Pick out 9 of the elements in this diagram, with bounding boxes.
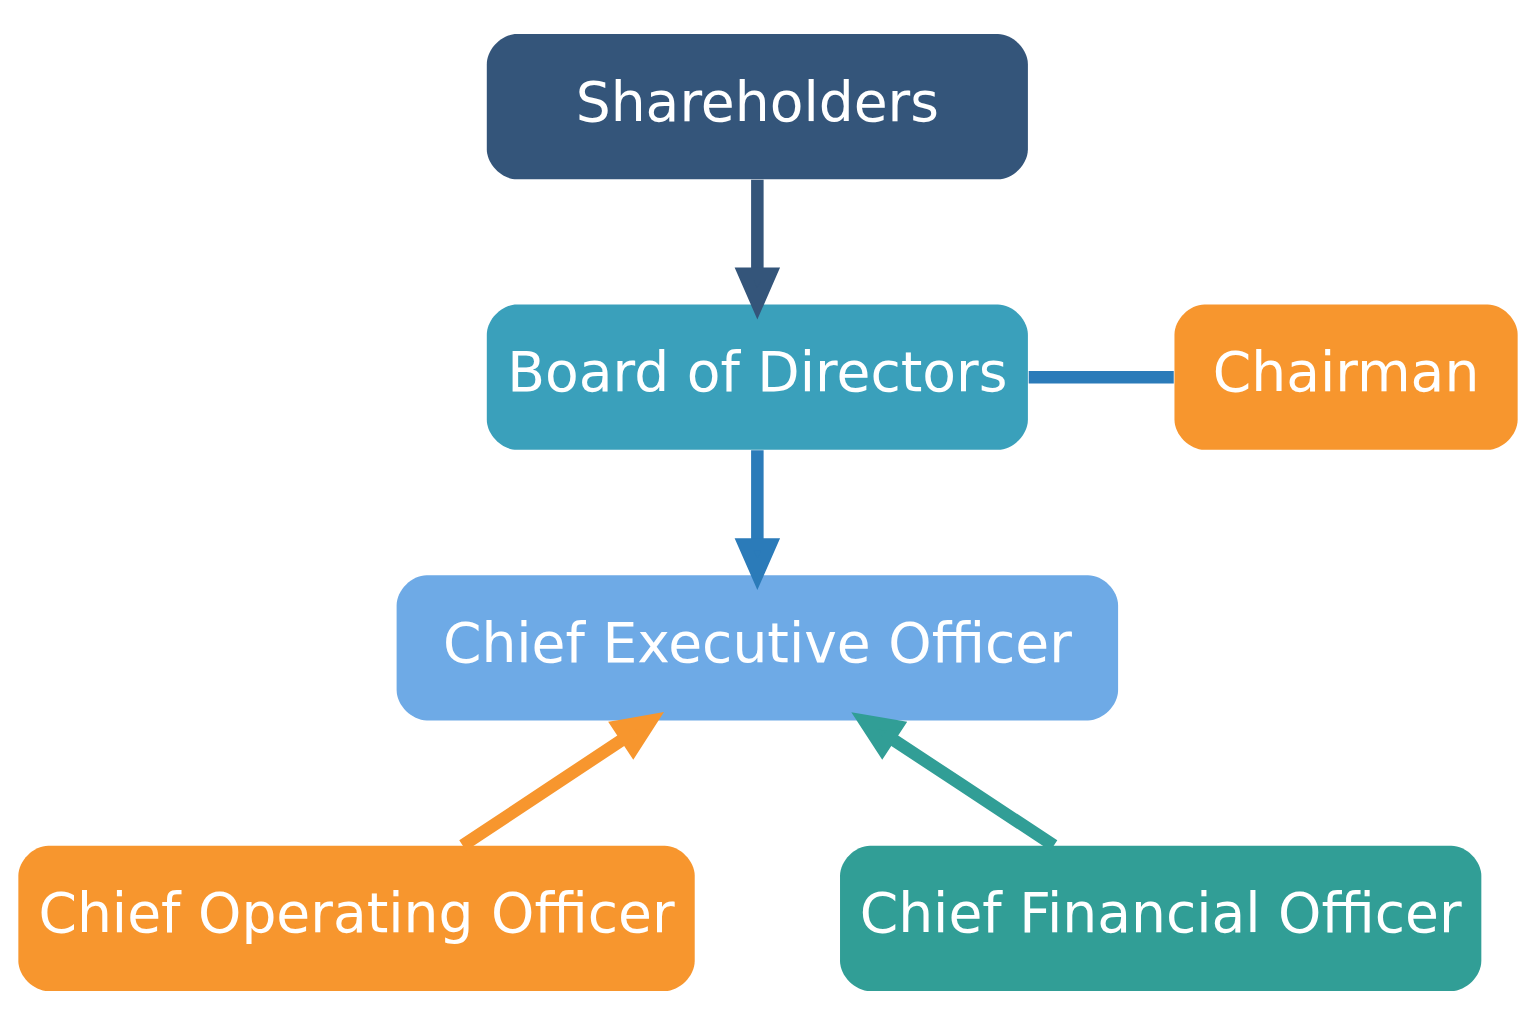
node-box: Chairman: [1174, 304, 1518, 450]
connector: [1028, 370, 1174, 383]
node-box: Board of Directors: [486, 304, 1028, 450]
arrow: [734, 179, 781, 320]
arrow: [734, 449, 781, 590]
node-box: Shareholders: [486, 33, 1028, 179]
node-box: Chief Executive Officer: [396, 574, 1119, 720]
node-box: Chief Financial Officer: [840, 845, 1482, 991]
node-box: Chief Operating Officer: [18, 845, 695, 991]
